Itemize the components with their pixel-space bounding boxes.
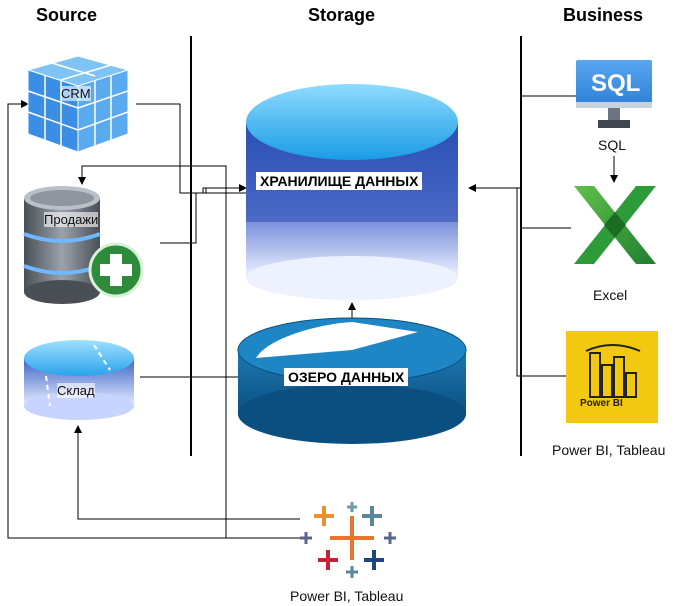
data-lake-icon (237, 317, 467, 444)
connector-feedback-sales (78, 165, 227, 193)
database-add-icon (23, 186, 144, 304)
connector-tableau-warehouse (74, 425, 300, 520)
excel-label: Excel (593, 287, 628, 303)
powerbi-badge-text: Power BI (580, 398, 623, 409)
disk-icon (24, 340, 134, 420)
powerbi-icon (566, 331, 658, 423)
header-source: Source (36, 5, 98, 25)
grid-cube-icon (26, 55, 130, 153)
tableau-icon (300, 502, 396, 578)
crm-label: CRM (61, 86, 91, 101)
connector-into-warehouse (202, 184, 247, 193)
connector-tableau-crm (7, 100, 300, 539)
header-storage: Storage (308, 5, 376, 25)
sql-badge-text: SQL (591, 70, 641, 97)
tableau-caption: Power BI, Tableau (290, 588, 404, 604)
warehouse-label: Склад (57, 383, 95, 398)
header-business: Business (563, 5, 644, 25)
data-lake-label: ОЗЕРО ДАННЫХ (284, 368, 409, 386)
data-warehouse-icon (246, 84, 458, 300)
sales-label: Продажи (44, 212, 99, 227)
excel-icon (574, 186, 656, 264)
powerbi-caption: Power BI, Tableau (552, 442, 666, 458)
connector-sales-warehouse (160, 193, 197, 244)
sql-label: SQL (598, 137, 627, 153)
sql-monitor-icon (576, 60, 652, 128)
data-warehouse-label: ХРАНИЛИЩЕ ДАННЫХ (256, 172, 423, 190)
connector-crm-warehouse (136, 103, 246, 194)
